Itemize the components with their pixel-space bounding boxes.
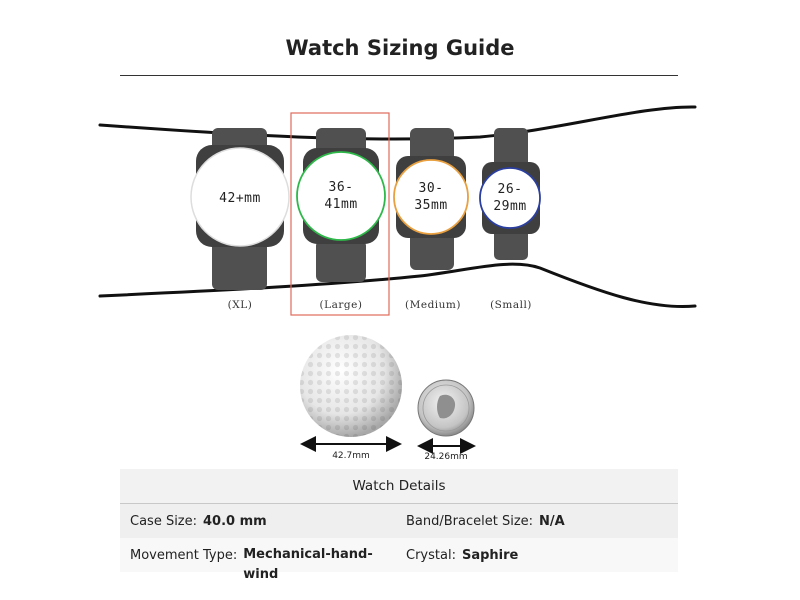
coin-dimension-label: 24.26mm	[424, 452, 467, 462]
watch-medium: 30- 35mm	[393, 128, 469, 270]
watch-size-label-line2: 29mm	[493, 199, 526, 214]
movement-type-value: Mechanical-hand-wind	[243, 547, 373, 582]
watch-size-label-line1: 26-	[498, 182, 523, 197]
golf-ball-dimension-label: 42.7mm	[332, 451, 370, 461]
watch-size-label-line2: 35mm	[414, 198, 447, 213]
quarter-coin-icon	[417, 379, 475, 437]
band-size-value: N/A	[539, 514, 565, 529]
watch-size-label-line1: 36-	[329, 180, 354, 195]
details-row: Movement Type: Mechanical-hand-wind Crys…	[120, 538, 678, 582]
crystal-cell: Crystal: Saphire	[406, 548, 518, 563]
watch-large: 36- 41mm	[296, 128, 386, 282]
band-size-label: Band/Bracelet Size:	[406, 514, 534, 529]
watch-small: 26- 29mm	[479, 128, 541, 260]
watch-size-label-line2: 41mm	[324, 197, 357, 212]
watch-details-header: Watch Details	[120, 469, 678, 504]
watch-category-label: (Small)	[490, 299, 532, 311]
watch-category-label: (Large)	[320, 299, 363, 311]
title-divider	[120, 75, 678, 76]
watch-xl: 42+mm	[190, 128, 290, 290]
case-size-value: 40.0 mm	[203, 514, 267, 529]
band-size-cell: Band/Bracelet Size: N/A	[406, 514, 565, 529]
watch-category-label: (XL)	[228, 299, 253, 311]
movement-type-label: Movement Type:	[130, 548, 238, 563]
case-size-label: Case Size:	[130, 514, 198, 529]
case-size-cell: Case Size: 40.0 mm	[130, 514, 267, 529]
page-title: Watch Sizing Guide	[285, 36, 515, 60]
details-row: Case Size: 40.0 mm Band/Bracelet Size: N…	[120, 504, 678, 538]
golf-ball-icon	[300, 335, 402, 437]
watch-category-label: (Medium)	[405, 299, 461, 311]
watch-size-label: 42+mm	[219, 191, 261, 206]
crystal-value: Saphire	[461, 548, 519, 563]
selected-size-highlight	[290, 112, 390, 316]
movement-type-cell: Movement Type: Mechanical-hand-wind	[130, 547, 383, 585]
sizing-illustration: 42+mm 36- 41mm 30- 35mm 26- 29mm (XL) (L…	[98, 105, 697, 462]
watch-size-label-line1: 30-	[419, 181, 444, 196]
crystal-label: Crystal:	[406, 548, 456, 563]
